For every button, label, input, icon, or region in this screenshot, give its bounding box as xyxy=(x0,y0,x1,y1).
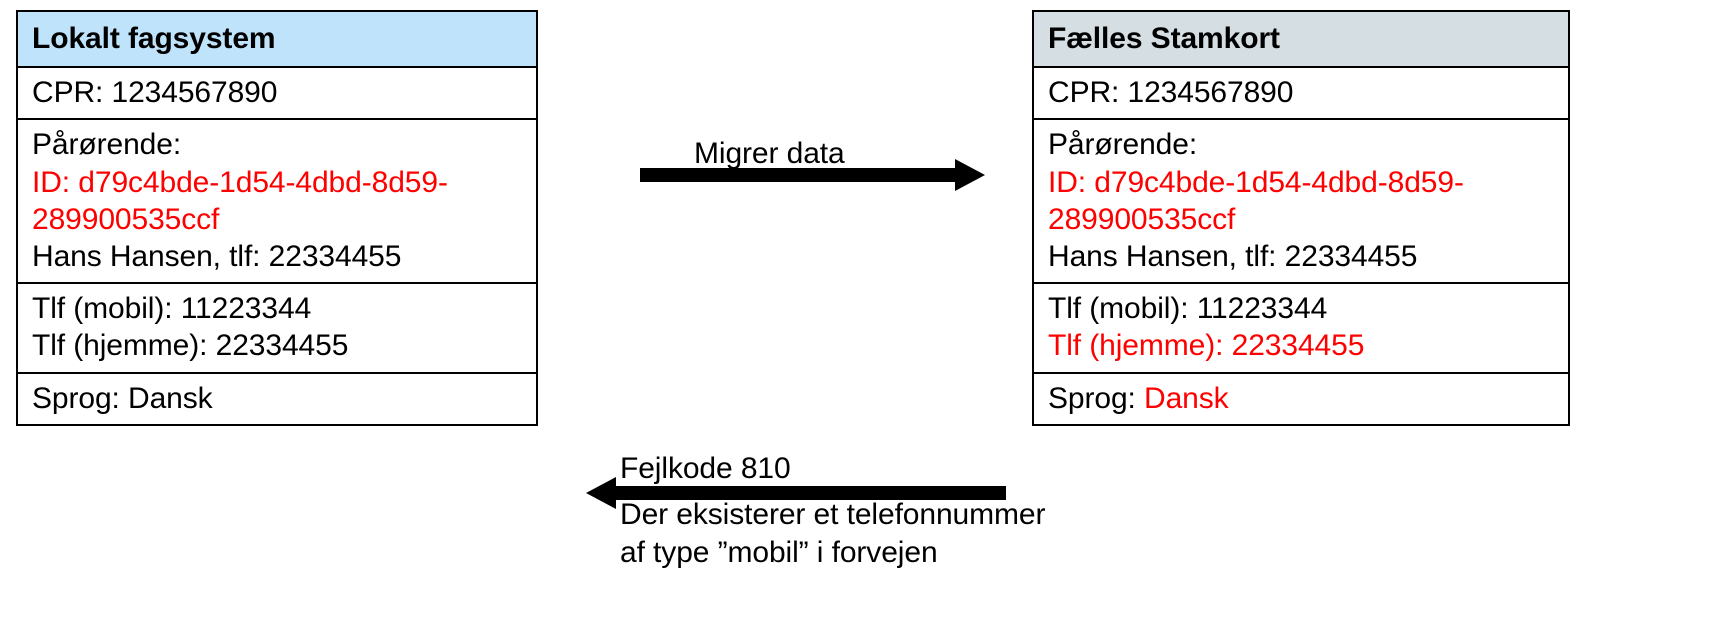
shared-card-relative-row: Pårørende: ID: d79c4bde-1d54-4dbd-8d59- … xyxy=(1034,120,1568,285)
local-system-relative-id-line1: ID: d79c4bde-1d54-4dbd-8d59- xyxy=(32,165,448,199)
local-system-phone-row: Tlf (mobil): 11223344 Tlf (hjemme): 2233… xyxy=(18,284,536,374)
shared-card-header: Fælles Stamkort xyxy=(1034,12,1568,69)
migrate-data-arrow-icon xyxy=(640,159,985,191)
error-description: Der eksisterer et telefonnummer af type … xyxy=(620,496,1046,572)
shared-card-phone-home: Tlf (hjemme): 22334455 xyxy=(1048,329,1365,363)
shared-card-phone-row: Tlf (mobil): 11223344 Tlf (hjemme): 2233… xyxy=(1034,284,1568,374)
migrate-data-label: Migrer data xyxy=(694,137,845,170)
local-system-cpr-value: CPR: 1234567890 xyxy=(32,76,278,110)
shared-card-phone-mobile: Tlf (mobil): 11223344 xyxy=(1048,292,1328,326)
shared-card-relative-id-line2: 289900535ccf xyxy=(1048,202,1236,236)
local-system-relative-row: Pårørende: ID: d79c4bde-1d54-4dbd-8d59- … xyxy=(18,120,536,285)
shared-card-cpr-value: CPR: 1234567890 xyxy=(1048,76,1294,110)
local-system-relative-name: Hans Hansen, tlf: 22334455 xyxy=(32,239,402,273)
local-system-header: Lokalt fagsystem xyxy=(18,12,536,69)
error-description-line-2: af type ”mobil” i forvejen xyxy=(620,535,938,569)
arrow-head xyxy=(955,159,985,191)
shared-card-relative-name: Hans Hansen, tlf: 22334455 xyxy=(1048,239,1418,273)
local-system-phone-mobile: Tlf (mobil): 11223344 xyxy=(32,292,312,326)
shared-card-cpr-row: CPR: 1234567890 xyxy=(1034,68,1568,121)
local-system-relative-id-line2: 289900535ccf xyxy=(32,202,220,236)
shared-card-language-label: Sprog: xyxy=(1048,381,1145,415)
shared-card-relative-id-line1: ID: d79c4bde-1d54-4dbd-8d59- xyxy=(1048,165,1464,199)
error-response-arrow-icon xyxy=(586,477,1006,509)
shared-card-language-value: Dansk xyxy=(1144,381,1229,415)
shared-card-title: Fælles Stamkort xyxy=(1048,22,1280,55)
local-system-table: Lokalt fagsystem CPR: 1234567890 Pårøren… xyxy=(16,10,538,426)
shared-card-language-row: Sprog: Dansk xyxy=(1034,374,1568,424)
local-system-cpr-row: CPR: 1234567890 xyxy=(18,68,536,121)
arrow-head xyxy=(586,477,616,509)
arrow-shaft xyxy=(640,168,957,182)
local-system-relative-label: Pårørende: xyxy=(32,128,182,162)
arrow-shaft xyxy=(614,486,1006,500)
local-system-language-label: Sprog: xyxy=(32,381,129,415)
error-description-line-1: Der eksisterer et telefonnummer xyxy=(620,498,1046,531)
local-system-language-value: Dansk xyxy=(128,381,213,415)
shared-card-relative-label: Pårørende: xyxy=(1048,128,1198,162)
error-code-label: Fejlkode 810 xyxy=(620,452,791,485)
local-system-phone-home: Tlf (hjemme): 22334455 xyxy=(32,329,349,363)
shared-card-table: Fælles Stamkort CPR: 1234567890 Pårørend… xyxy=(1032,10,1570,426)
local-system-language-row: Sprog: Dansk xyxy=(18,374,536,424)
local-system-title: Lokalt fagsystem xyxy=(32,22,276,55)
